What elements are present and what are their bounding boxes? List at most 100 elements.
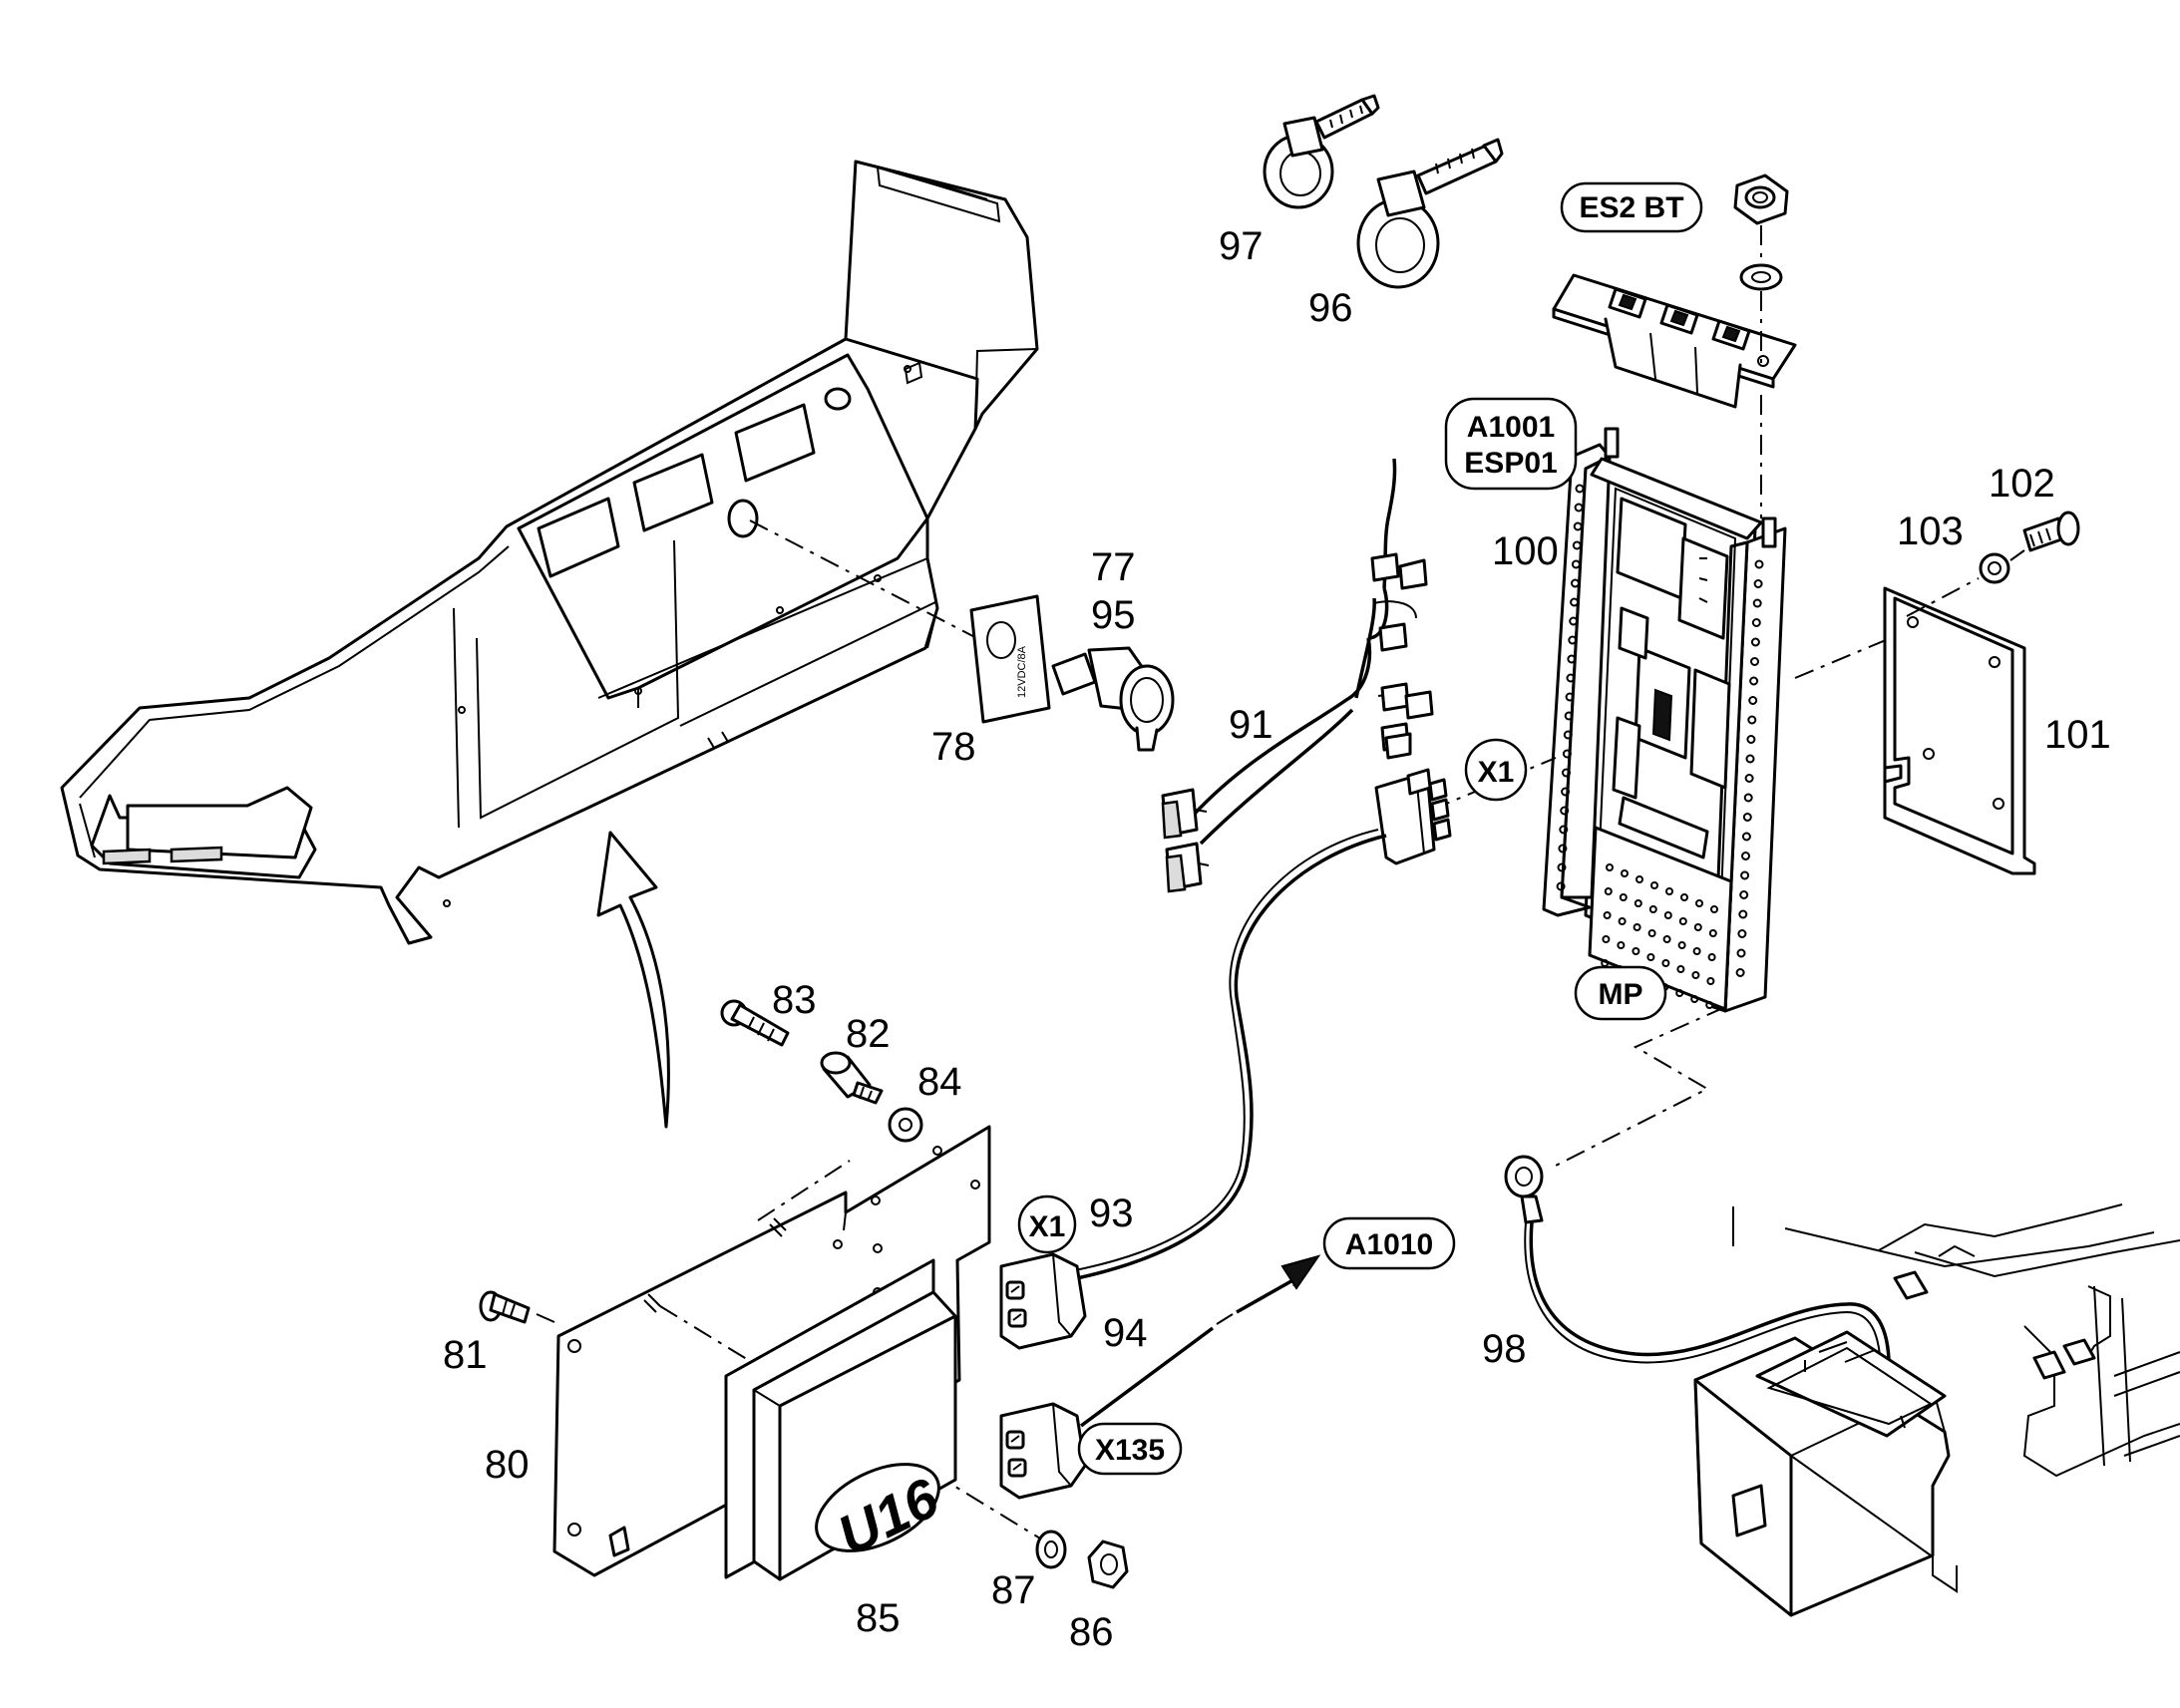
callout-86: 86 [1069,1610,1114,1654]
rail-hole [1575,484,1585,494]
callout-77: 77 [1091,545,1136,589]
rail-hole [1572,540,1582,550]
rail-hole [1566,673,1576,683]
rail-hole [1737,929,1747,938]
perforation-hole [1710,905,1718,913]
rail-hole [1571,559,1581,569]
rail-hole [1741,832,1751,842]
perforation-hole [1680,893,1688,901]
cover-plate-icon [1883,586,2036,875]
perforation-hole [1646,953,1655,961]
callout-97: 97 [1219,224,1264,268]
rail-hole [1735,968,1745,977]
cable-assembly-icon [1074,768,1452,1280]
callout-103: 103 [1897,510,1964,553]
perforation-hole [1603,911,1612,919]
tag-x135: X135 [1077,1422,1183,1476]
rail-hole [1565,692,1575,702]
tag-x1-upper: X1 [1464,738,1528,802]
centerline-module [659,1160,1046,1542]
washer-icon [1979,552,2010,584]
callout-94: 94 [1103,1311,1148,1355]
perforation-holes [1601,863,1718,1009]
washer-icon [1739,263,1783,291]
callout-102: 102 [1989,462,2055,506]
cable-tie-icon [1356,138,1504,289]
svg-text:ES2 BT: ES2 BT [1579,191,1683,224]
rail-hole [1560,806,1570,816]
perforation-hole [1606,863,1614,871]
screw-icon [720,999,790,1047]
rail-hole [1558,844,1568,854]
callout-96: 96 [1308,286,1353,330]
rail-hole [1736,948,1746,958]
centerline-socket [749,519,1016,659]
perforation-hole [1604,887,1613,895]
rail-hole [1557,862,1567,872]
perforation-hole [1602,935,1611,943]
rail-hole [1562,749,1572,759]
perforation-hole [1665,887,1673,895]
perforation-hole [1676,965,1685,973]
svg-text:A1001: A1001 [1467,411,1555,444]
perforation-hole [1705,1001,1714,1009]
perforation-hole [1675,989,1684,997]
rail-hole [1753,579,1763,588]
rail-hole [1562,768,1571,778]
rail-hole [1754,559,1764,569]
rail-hole [1740,870,1750,880]
tag-x1-lower: X1 [1017,1195,1077,1254]
tag-mp: MP [1574,965,1667,1021]
centerline-81 [536,1313,555,1323]
rail-hole [1561,787,1571,797]
connector-x1-icon [999,1252,1087,1350]
cable-tie-icon [1263,94,1380,209]
svg-text:ESP01: ESP01 [1464,447,1557,480]
chassis-frame-icon [1693,1203,2180,1617]
wiring-harness-icon [1161,458,1434,893]
callout-82: 82 [846,1012,891,1056]
rail-hole [1568,635,1578,645]
connector-x135-icon [999,1402,1087,1500]
hex-nut-icon [1733,173,1789,225]
assembly-direction-arrow-icon [596,831,670,1129]
perforation-hole [1695,899,1703,907]
perforation-hole [1693,923,1702,931]
perforation-hole [1707,953,1716,961]
perforation-hole [1619,893,1628,901]
callout-98: 98 [1482,1327,1527,1371]
svg-text:X1: X1 [1029,1210,1066,1243]
rail-hole [1745,754,1755,764]
rail-hole [1744,774,1754,783]
rail-hole [1569,616,1579,626]
svg-text:A1010: A1010 [1345,1228,1433,1261]
callout-91: 91 [1229,703,1273,747]
rail-hole [1748,696,1758,705]
rail-hole [1739,890,1749,899]
rail-hole [1746,735,1756,744]
cable-94-continuation [1216,1313,1234,1325]
callout-78: 78 [931,725,976,769]
rail-hole [1747,715,1757,725]
standoff-icon [820,1051,884,1105]
rail-hole [1750,657,1759,666]
svg-text:X1: X1 [1478,756,1515,789]
rail-hole [1567,654,1577,664]
screw-icon [2022,511,2080,552]
rail-hole [1564,711,1574,721]
callout-100: 100 [1492,529,1559,573]
centerline-screw [1906,549,2025,617]
rail-hole [1570,597,1580,607]
callout-85: 85 [856,1596,901,1640]
callout-81: 81 [443,1333,488,1377]
rail-hole [1751,618,1761,627]
perforation-hole [1677,941,1686,949]
rail-hole [1573,521,1583,531]
cable-94 [1079,1326,1215,1428]
circuit-board-icon [1542,427,1787,1013]
svg-text:X135: X135 [1095,1434,1165,1467]
perforation-hole [1634,899,1642,907]
rail-hole [1749,676,1759,686]
callout-93: 93 [1089,1192,1134,1235]
control-unit-module-icon: U16 [724,1258,957,1581]
